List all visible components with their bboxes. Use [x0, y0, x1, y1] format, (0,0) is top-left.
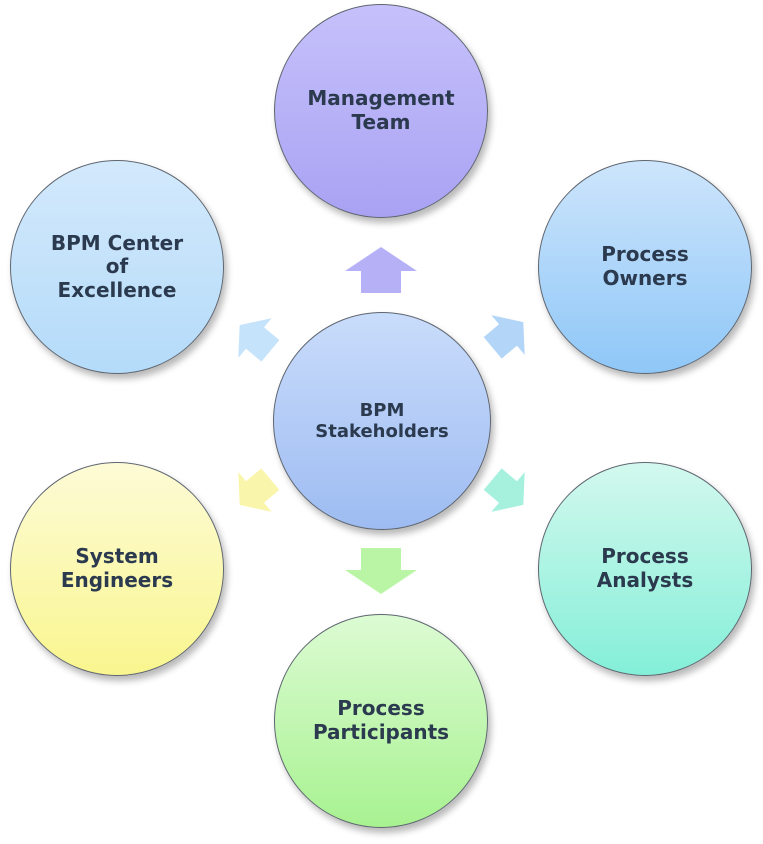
node-process-participants: Process Participants	[274, 614, 488, 828]
node-label: Process Owners	[601, 242, 689, 290]
node-label: Process Participants	[312, 696, 450, 744]
node-process-owners: Process Owners	[538, 160, 752, 374]
arrow-to-process-analysts	[483, 468, 525, 512]
arrow-to-process-participants	[345, 548, 417, 594]
center-node-label: BPM Stakeholders	[315, 399, 449, 442]
node-system-engineers: System Engineers	[10, 462, 224, 676]
node-bpm-center-of-excellence: BPM Center of Excellence	[10, 160, 224, 374]
node-label: System Engineers	[60, 544, 174, 592]
center-node-bpm-stakeholders: BPM Stakeholders	[273, 312, 491, 530]
node-label: Process Analysts	[596, 544, 694, 592]
arrow-to-process-owners	[483, 315, 525, 359]
arrow-to-system-engineers	[238, 468, 280, 512]
node-management-team: Management Team	[274, 4, 488, 218]
node-label: BPM Center of Excellence	[50, 230, 184, 302]
node-label: Management Team	[307, 86, 455, 134]
arrow-to-bpm-center-of-excellence	[238, 318, 280, 362]
node-process-analysts: Process Analysts	[538, 462, 752, 676]
arrow-to-management-team	[345, 247, 417, 293]
